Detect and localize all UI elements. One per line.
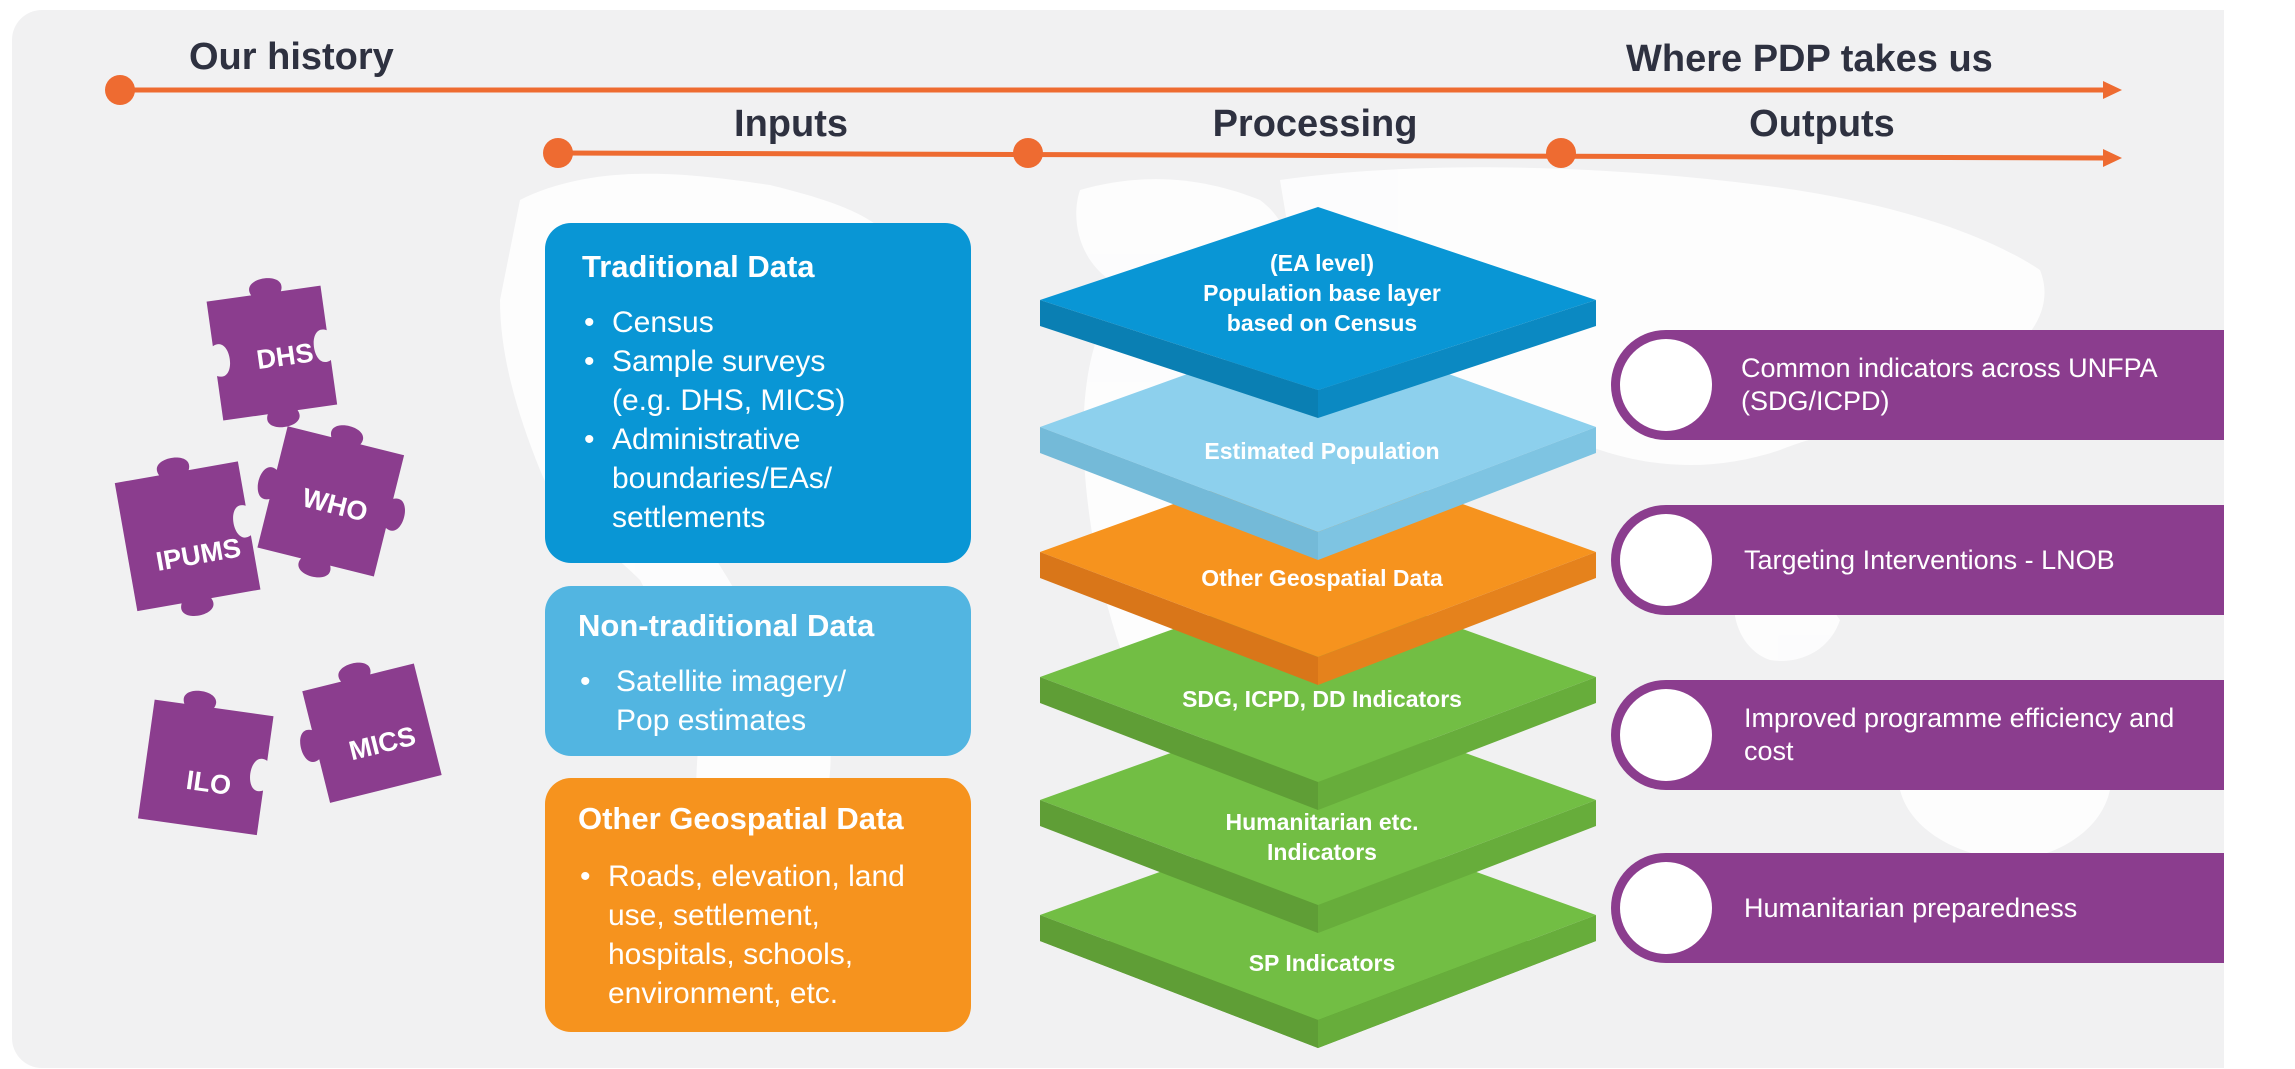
puzzle-piece-ilo: ILO: [103, 666, 318, 881]
output-common-indicators: Common indicators across UNFPA (SDG/ICPD…: [1611, 330, 2295, 440]
output-circle-icon: [1620, 862, 1712, 954]
output-label: Common indicators across UNFPA (SDG/ICPD…: [1741, 353, 2157, 416]
timeline: [105, 75, 2122, 168]
history-label: Our history: [189, 36, 394, 78]
layer-label-estimated-population: Estimated Population: [1204, 438, 1440, 464]
non-traditional-data-list: Satellite imagery/ Pop estimates: [578, 662, 971, 740]
history-start-dot: [105, 75, 135, 105]
processing-dot: [1013, 138, 1043, 168]
inputs-dot: [543, 138, 573, 168]
puzzle-shape-icon: [257, 425, 405, 578]
list-item: Census: [582, 303, 971, 342]
layer-label-sp-indicators: SP Indicators: [1248, 950, 1396, 976]
output-circle-icon: [1620, 339, 1712, 431]
layer-estimated-population: [1040, 327, 1596, 560]
puzzle-shape-icon: [300, 662, 442, 803]
phase-inputs-label: Inputs: [734, 103, 848, 145]
phase-timeline-line: [557, 150, 2106, 161]
traditional-data-list: Census Sample surveys (e.g. DHS, MICS) A…: [582, 303, 971, 537]
output-programme-efficiency: Improved programme efficiency and cost: [1611, 680, 2295, 790]
layer-label-humanitarian-indicators: Humanitarian etc. Indicators: [1225, 809, 1419, 865]
list-item: Sample surveys (e.g. DHS, MICS): [582, 342, 872, 420]
list-item: Roads, elevation, land use, settlement, …: [578, 857, 948, 1013]
other-geospatial-data-card: Other Geospatial Data Roads, elevation, …: [545, 778, 971, 1032]
puzzle-piece-who: WHO: [220, 390, 450, 620]
output-label: Humanitarian preparedness: [1744, 892, 2078, 923]
layer-label-population-base: (EA level) Population base layer based o…: [1203, 250, 1441, 336]
puzzle-shape-icon: [137, 690, 274, 836]
output-label: Improved programme efficiency and cost: [1744, 703, 2175, 766]
puzzle-piece-dhs: DHS: [173, 250, 388, 465]
layer-label-sdg-icpd-dd-indicators: SDG, ICPD, DD Indicators: [1182, 686, 1462, 712]
non-traditional-data-card: Non-traditional Data Satellite imagery/ …: [545, 586, 971, 756]
future-label: Where PDP takes us: [1626, 38, 1993, 80]
output-circle-icon: [1620, 689, 1712, 781]
output-label: Targeting Interventions - LNOB: [1744, 544, 2115, 575]
traditional-data-title: Traditional Data: [582, 249, 815, 284]
phase-timeline-arrowhead: [2103, 149, 2122, 167]
output-humanitarian-preparedness: Humanitarian preparedness: [1611, 853, 2295, 963]
phase-processing-label: Processing: [1212, 103, 1418, 145]
layer-label-other-geospatial-data: Other Geospatial Data: [1201, 565, 1443, 591]
traditional-data-card: Traditional Data Census Sample surveys (…: [545, 223, 971, 563]
list-item: Administrative boundaries/EAs/ settlemen…: [582, 420, 872, 537]
list-item: Satellite imagery/ Pop estimates: [578, 662, 906, 740]
history-timeline-arrowhead: [2103, 81, 2122, 99]
puzzle-piece-ipums: IPUMS: [85, 425, 305, 645]
puzzle-shape-icon: [206, 278, 338, 428]
output-circle-icon: [1620, 514, 1712, 606]
other-geospatial-data-title: Other Geospatial Data: [578, 801, 904, 836]
other-geospatial-data-list: Roads, elevation, land use, settlement, …: [578, 857, 971, 1013]
layer-population-base: [1040, 207, 1596, 418]
non-traditional-data-title: Non-traditional Data: [578, 608, 875, 643]
right-margin: [2224, 0, 2295, 1069]
outputs-dot: [1546, 138, 1576, 168]
output-targeting-interventions: Targeting Interventions - LNOB: [1611, 505, 2295, 615]
puzzle-shape-icon: [114, 457, 261, 616]
puzzle-piece-mics: MICS: [260, 620, 490, 850]
phase-outputs-label: Outputs: [1749, 103, 1895, 145]
